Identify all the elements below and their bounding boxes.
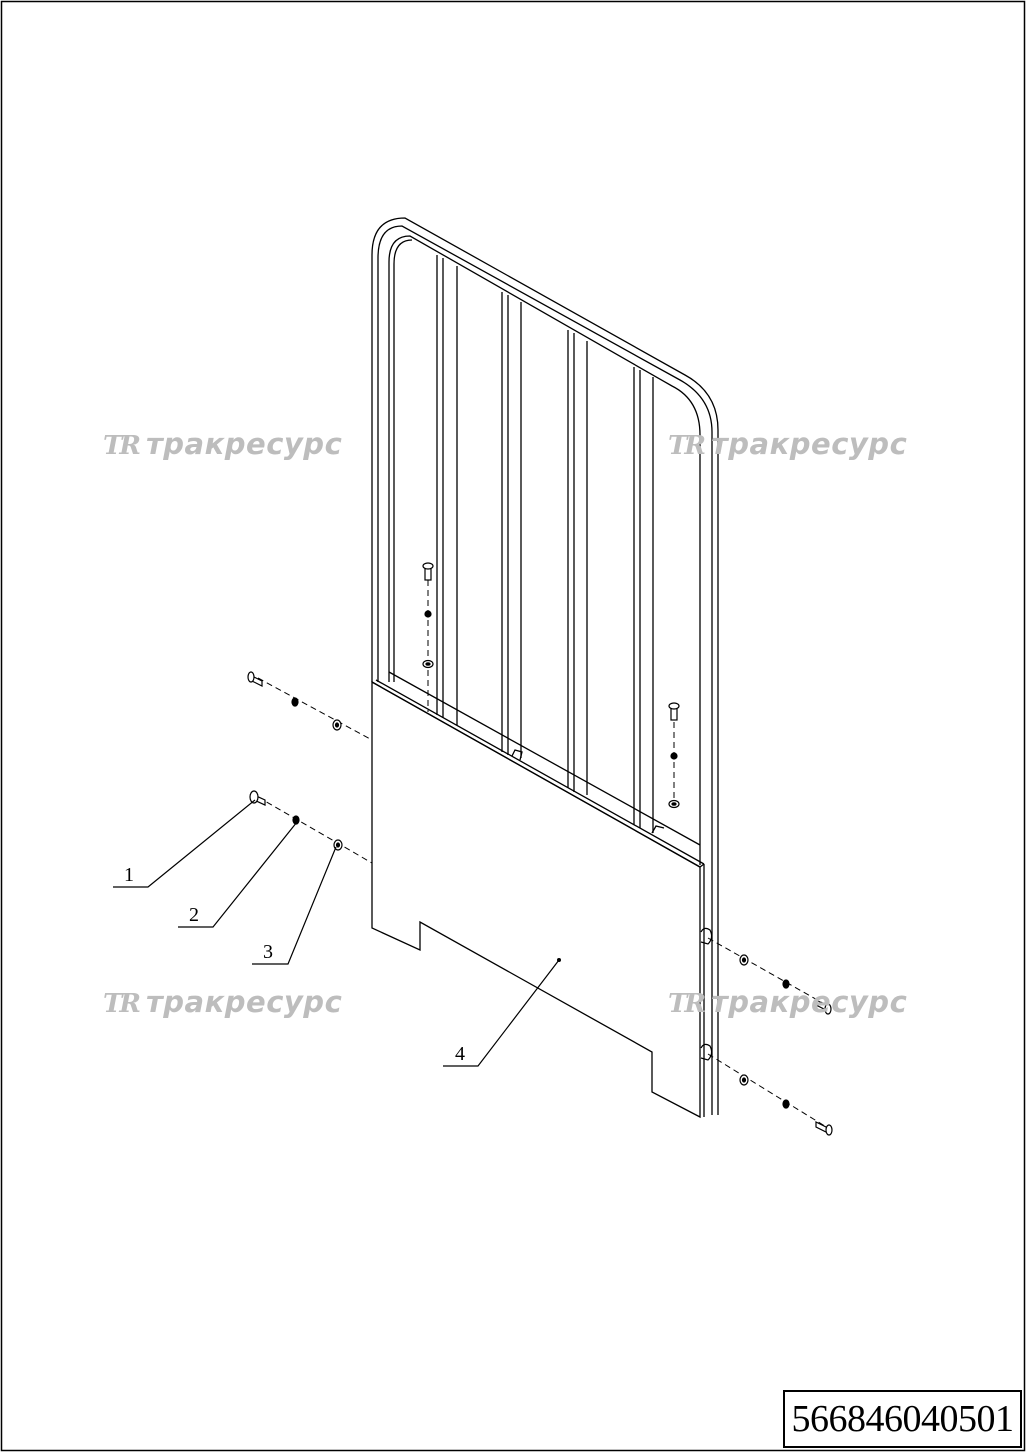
callout-2: 2: [189, 904, 199, 926]
document-number: 566846040501: [783, 1390, 1022, 1448]
watermark-text: тракресурс: [710, 427, 908, 461]
fastener-set-left-upper: [247, 671, 342, 731]
watermark-text: тракресурс: [710, 985, 908, 1019]
bottom-panel: [371, 679, 705, 1119]
callout-4-dot: [557, 958, 561, 962]
watermark-logo-icon: TR: [103, 989, 141, 1019]
right-brackets: [700, 927, 713, 1061]
assembly-axes: [257, 570, 829, 1129]
watermark-logo-icon: TR: [668, 989, 706, 1019]
callout-3: 3: [263, 941, 273, 963]
watermark-text: тракресурс: [145, 427, 343, 461]
watermark-logo-icon: TR: [668, 431, 706, 461]
fastener-set-right-vertical: [668, 702, 680, 809]
callout-4: 4: [455, 1043, 465, 1065]
fastener-set-center: [422, 562, 434, 669]
fastener-set-right-lower: [739, 1074, 833, 1136]
frame: [371, 217, 719, 1115]
watermark-logo-icon: TR: [103, 431, 141, 461]
watermark-text: тракресурс: [145, 985, 343, 1019]
leader-lines: [113, 799, 560, 1067]
fastener-set-left-lower: [249, 790, 343, 851]
fastener-set-right-upper: [739, 954, 832, 1015]
callout-1: 1: [124, 864, 134, 886]
